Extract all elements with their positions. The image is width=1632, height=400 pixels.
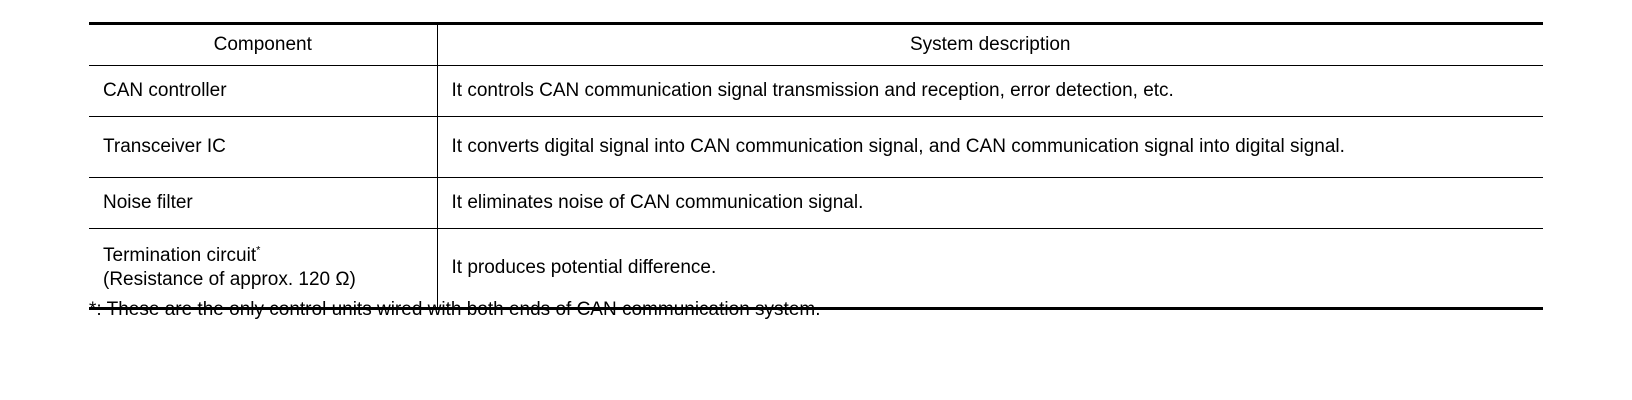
- footnote-text: *: These are the only control units wire…: [89, 299, 821, 320]
- table-row: CAN controller It controls CAN communica…: [89, 65, 1543, 117]
- cell-component: CAN controller: [89, 65, 437, 117]
- table-row: Noise filter It eliminates noise of CAN …: [89, 177, 1543, 229]
- component-name: Termination circuit: [103, 245, 257, 266]
- cell-description: It produces potential difference.: [436, 228, 1543, 310]
- table-header-row: Component System description: [89, 22, 1543, 66]
- footnote-marker: *: [256, 244, 261, 257]
- cell-component: Transceiver IC: [89, 116, 437, 178]
- table-row: Transceiver IC It converts digital signa…: [89, 116, 1543, 178]
- cell-component: Termination circuit* (Resistance of appr…: [89, 228, 437, 310]
- component-table: Component System description CAN control…: [89, 22, 1543, 310]
- cell-description: It controls CAN communication signal tra…: [436, 65, 1543, 117]
- header-system-description: System description: [436, 22, 1543, 66]
- component-note: (Resistance of approx. 120 Ω): [103, 269, 356, 290]
- cell-description: It converts digital signal into CAN comm…: [436, 116, 1543, 178]
- cell-description: It eliminates noise of CAN communication…: [436, 177, 1543, 229]
- table-row: Termination circuit* (Resistance of appr…: [89, 228, 1543, 310]
- header-component: Component: [89, 22, 437, 66]
- cell-component: Noise filter: [89, 177, 437, 229]
